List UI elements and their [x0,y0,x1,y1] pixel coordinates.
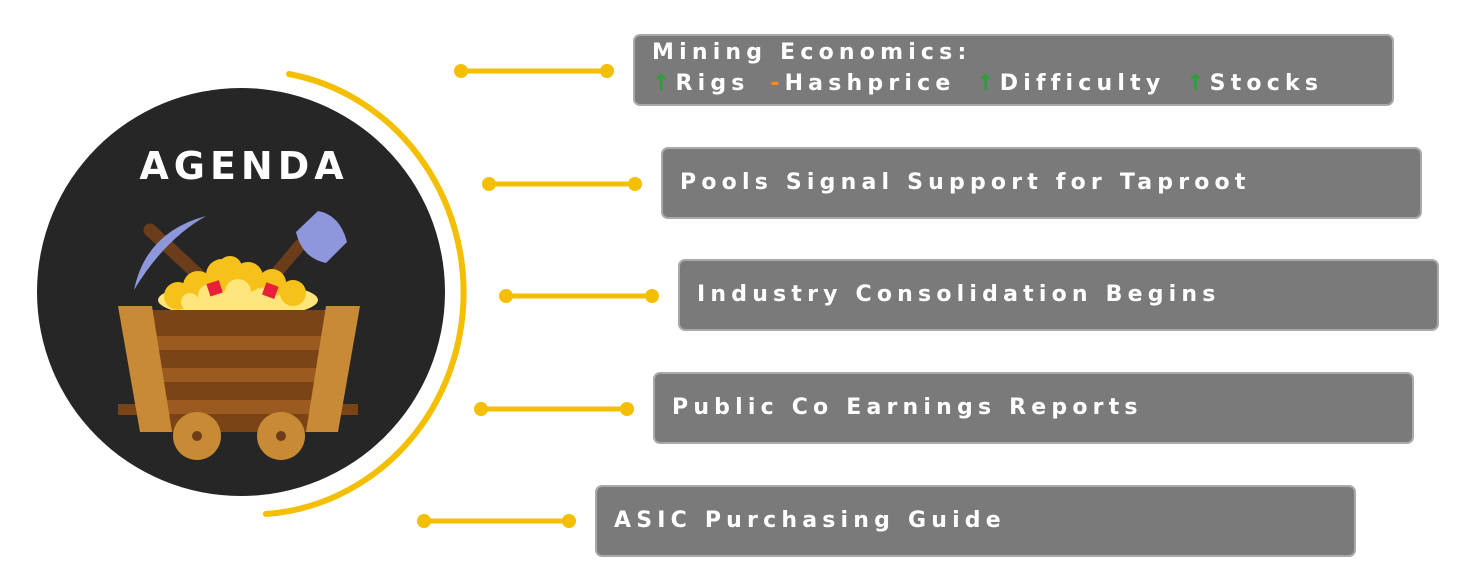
stocks-up-arrow-icon: ↑ [1186,71,1205,96]
agenda-item-label: ASIC Purchasing Guide [614,508,1006,533]
agenda-item-label: Pools Signal Support for Taproot [680,170,1251,195]
mining-cart-icon [118,211,360,460]
agenda-item-heading: Mining Economics: [652,40,972,65]
agenda-item-mining-economics: Mining Economics: ↑Rigs -Hashprice ↑Diff… [633,34,1394,106]
rigs-up-arrow-icon: ↑ [652,71,671,96]
metric-difficulty: Difficulty [999,71,1166,96]
agenda-item-asic-guide: ASIC Purchasing Guide [595,485,1356,557]
connector-4 [474,402,634,416]
timeline-arc [263,71,467,517]
agenda-item-label: Public Co Earnings Reports [672,395,1143,420]
metric-hashprice: Hashprice [784,71,956,96]
hashprice-dash-icon: - [770,71,780,96]
connector-1 [454,64,614,78]
metrics-row: ↑Rigs -Hashprice ↑Difficulty ↑Stocks [652,71,1323,97]
agenda-item-consolidation: Industry Consolidation Begins [678,259,1439,331]
connector-5 [417,514,576,528]
agenda-title: AGENDA [139,144,348,188]
difficulty-up-arrow-icon: ↑ [976,71,995,96]
gold-nuggets-icon [158,256,318,318]
agenda-item-earnings: Public Co Earnings Reports [653,372,1414,444]
metric-rigs: Rigs [675,71,750,96]
metric-stocks: Stocks [1209,71,1324,96]
connector-3 [499,289,659,303]
connector-2 [482,177,642,191]
agenda-item-label: Industry Consolidation Begins [697,282,1221,307]
agenda-item-taproot: Pools Signal Support for Taproot [661,147,1422,219]
